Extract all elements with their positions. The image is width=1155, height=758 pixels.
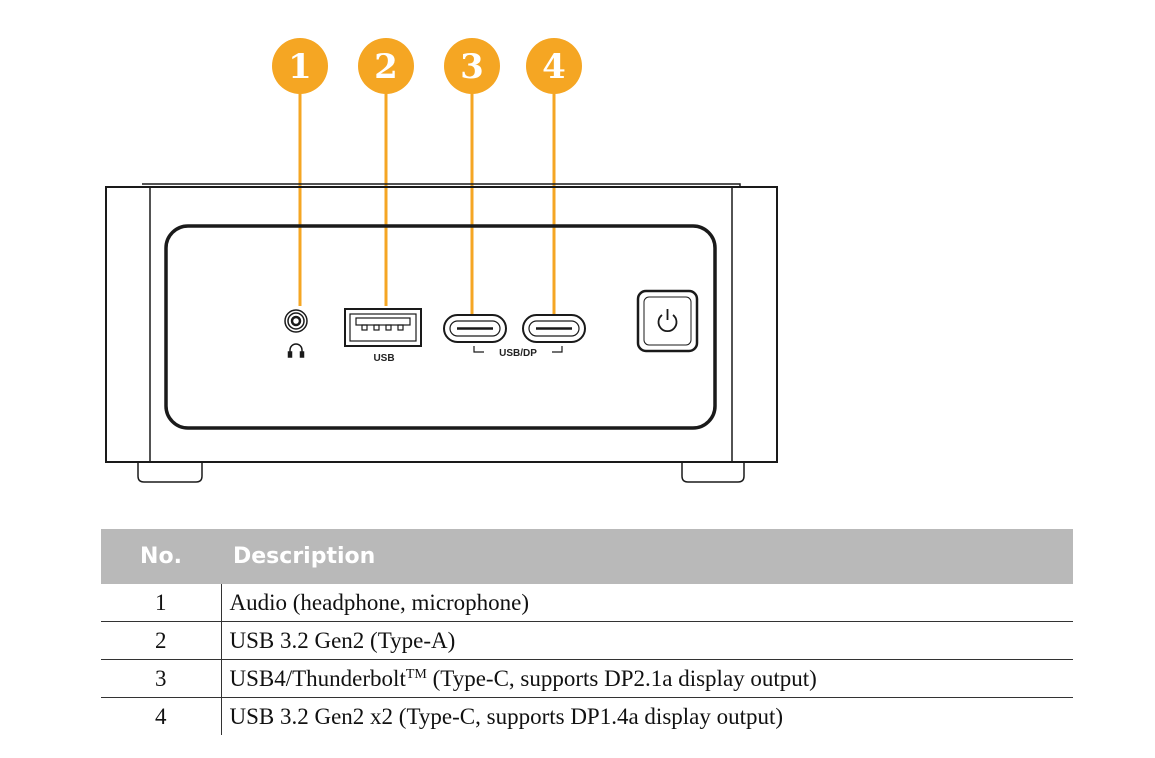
row-number: 4 — [101, 697, 222, 735]
svg-text:3: 3 — [460, 47, 484, 87]
headphone-icon — [287, 343, 305, 358]
usb-type-a-port — [344, 308, 422, 347]
column-header-description: Description — [221, 529, 1073, 584]
device-front-panel-figure: 1 2 3 4 — [105, 38, 778, 483]
usb-dp-port-label: USB/DP — [499, 348, 537, 359]
port-description-table: No. Description 1 Audio (headphone, micr… — [101, 529, 1073, 735]
table-row: 1 Audio (headphone, microphone) — [101, 584, 1073, 622]
callout-leader-lines — [298, 92, 556, 315]
row-description: Audio (headphone, microphone) — [221, 584, 1073, 622]
table-header-row: No. Description — [101, 529, 1073, 584]
table-row: 3 USB4/ThunderboltTM (Type-C, supports D… — [101, 659, 1073, 698]
usb-dp-bracket — [473, 346, 563, 353]
row-description: USB 3.2 Gen2 (Type-A) — [221, 621, 1073, 660]
svg-text:1: 1 — [288, 47, 312, 87]
audio-jack-port — [284, 309, 308, 333]
table-row: 2 USB 3.2 Gen2 (Type-A) — [101, 621, 1073, 660]
row-description-main: USB4/Thunderbolt — [229, 665, 406, 691]
callout-3: 3 — [444, 38, 500, 94]
power-icon — [657, 309, 678, 333]
svg-text:2: 2 — [374, 47, 398, 87]
row-number: 3 — [101, 659, 222, 698]
usb-c-port-3 — [443, 314, 507, 343]
usb-port-label: USB — [373, 353, 394, 364]
power-button — [636, 289, 699, 353]
table-row: 4 USB 3.2 Gen2 x2 (Type-C, supports DP1.… — [101, 697, 1073, 735]
row-number: 1 — [101, 584, 222, 622]
trademark-superscript: TM — [405, 666, 427, 682]
device-feet — [137, 462, 745, 483]
svg-text:4: 4 — [542, 47, 566, 87]
row-description-suffix: (Type-C, supports DP2.1a display output) — [426, 665, 817, 691]
callout-2: 2 — [358, 38, 414, 94]
usb-c-port-4 — [522, 314, 586, 343]
row-description: USB 3.2 Gen2 x2 (Type-C, supports DP1.4a… — [229, 703, 784, 729]
row-number: 2 — [101, 621, 222, 660]
column-header-no: No. — [101, 529, 221, 584]
row-description: USB4/ThunderboltTM (Type-C, supports DP2… — [221, 659, 1073, 698]
callout-1: 1 — [272, 38, 328, 94]
mini-pc-body — [105, 183, 778, 463]
callout-4: 4 — [526, 38, 582, 94]
